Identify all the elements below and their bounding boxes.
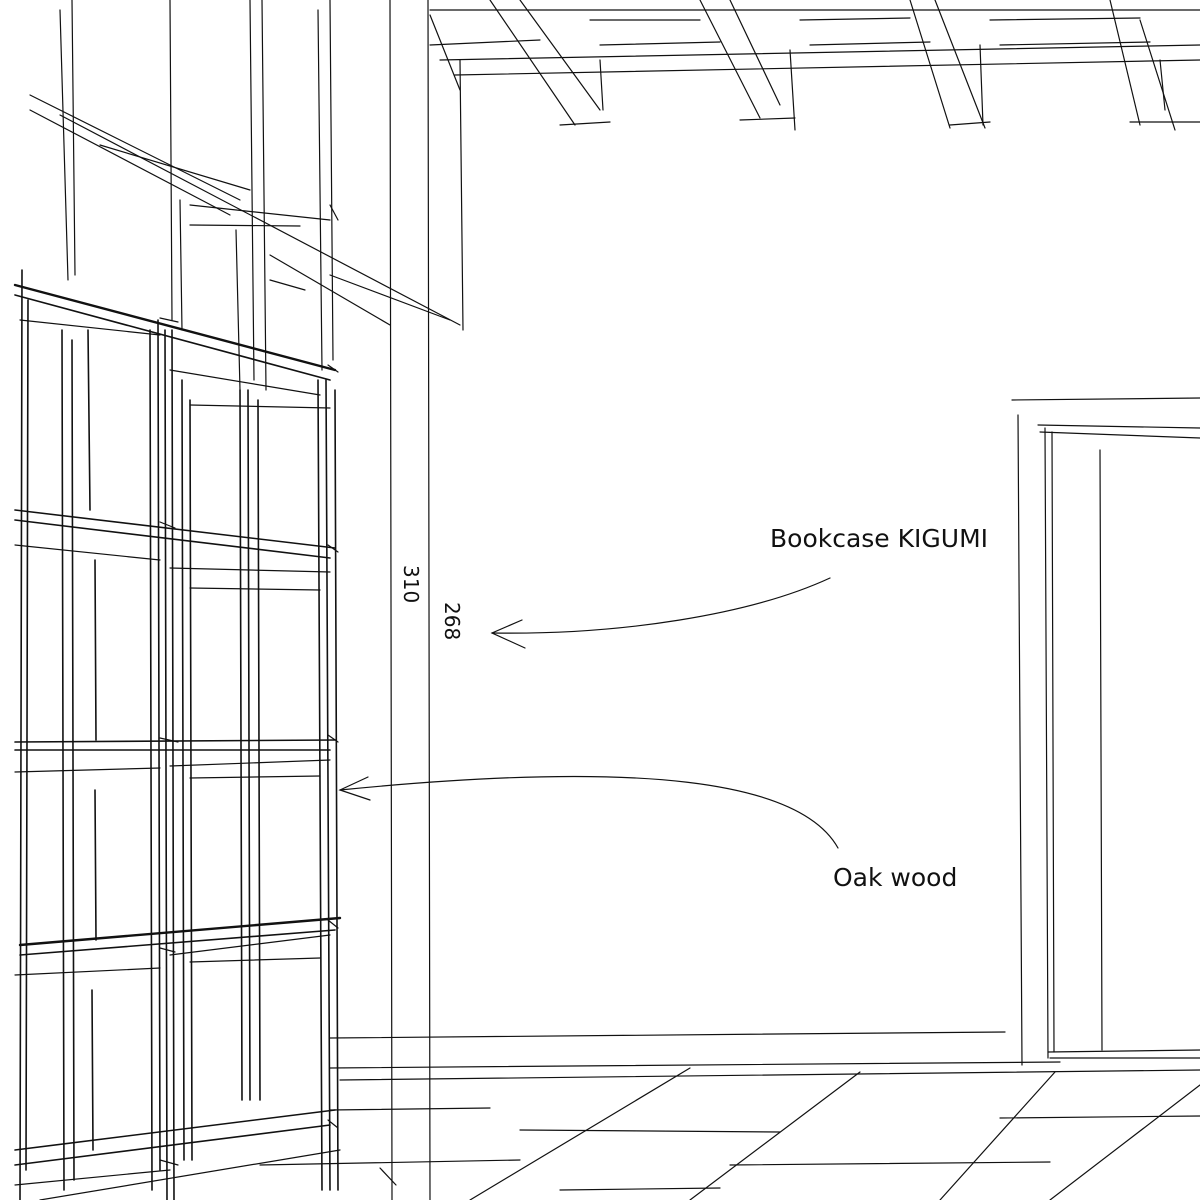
bookcase-arrowhead <box>490 619 526 649</box>
bookcase-back-frame <box>29 0 461 391</box>
bookcase-arrow <box>491 577 831 634</box>
floor <box>259 1031 1200 1200</box>
doorway <box>1011 397 1200 1066</box>
bookcase-label: Bookcase KIGUMI <box>770 524 989 553</box>
ceiling-beams <box>429 0 1200 131</box>
wall-edges <box>379 0 464 1200</box>
bookcase-joints <box>159 317 339 1166</box>
material-arrowhead <box>338 776 371 801</box>
overall-height-dimension: 310 <box>399 565 423 604</box>
material-label: Oak wood <box>833 863 958 892</box>
bookcase-uprights <box>19 269 339 1200</box>
material-arrow <box>339 775 839 849</box>
bookcase-shelves <box>13 283 342 1200</box>
annotation-arrows <box>338 577 839 849</box>
inner-height-dimension: 268 <box>440 602 464 641</box>
